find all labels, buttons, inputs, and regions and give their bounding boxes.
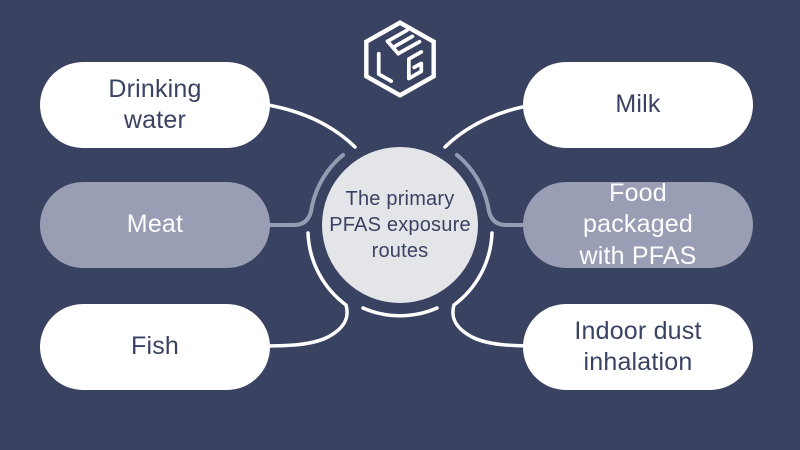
node-food-packaged: Food packaged with PFAS bbox=[523, 179, 753, 270]
node-milk: Milk bbox=[523, 62, 753, 148]
node-label: Milk bbox=[615, 90, 661, 119]
connector-drinking-water bbox=[260, 102, 357, 149]
center-node: The primary PFAS exposure routes bbox=[322, 147, 478, 303]
node-label: Food packaged with PFAS bbox=[579, 178, 697, 270]
connector-meat bbox=[260, 153, 345, 227]
node-label: Drinking water bbox=[108, 74, 202, 135]
connector-fish bbox=[260, 231, 349, 348]
node-indoor-dust: Indoor dust inhalation bbox=[523, 304, 753, 390]
node-fish: Fish bbox=[40, 304, 270, 390]
center-title: The primary PFAS exposure routes bbox=[329, 188, 471, 262]
cube-logo-icon bbox=[364, 20, 436, 98]
connector-bottom-arc bbox=[361, 306, 439, 318]
node-drinking-water: Drinking water bbox=[40, 62, 270, 148]
connector-indoor-dust bbox=[451, 231, 540, 348]
node-meat: Meat bbox=[40, 182, 270, 268]
node-label: Indoor dust inhalation bbox=[574, 316, 702, 377]
node-label: Meat bbox=[126, 210, 184, 239]
node-label: Fish bbox=[130, 332, 180, 361]
connector-food-packaged bbox=[455, 153, 540, 227]
